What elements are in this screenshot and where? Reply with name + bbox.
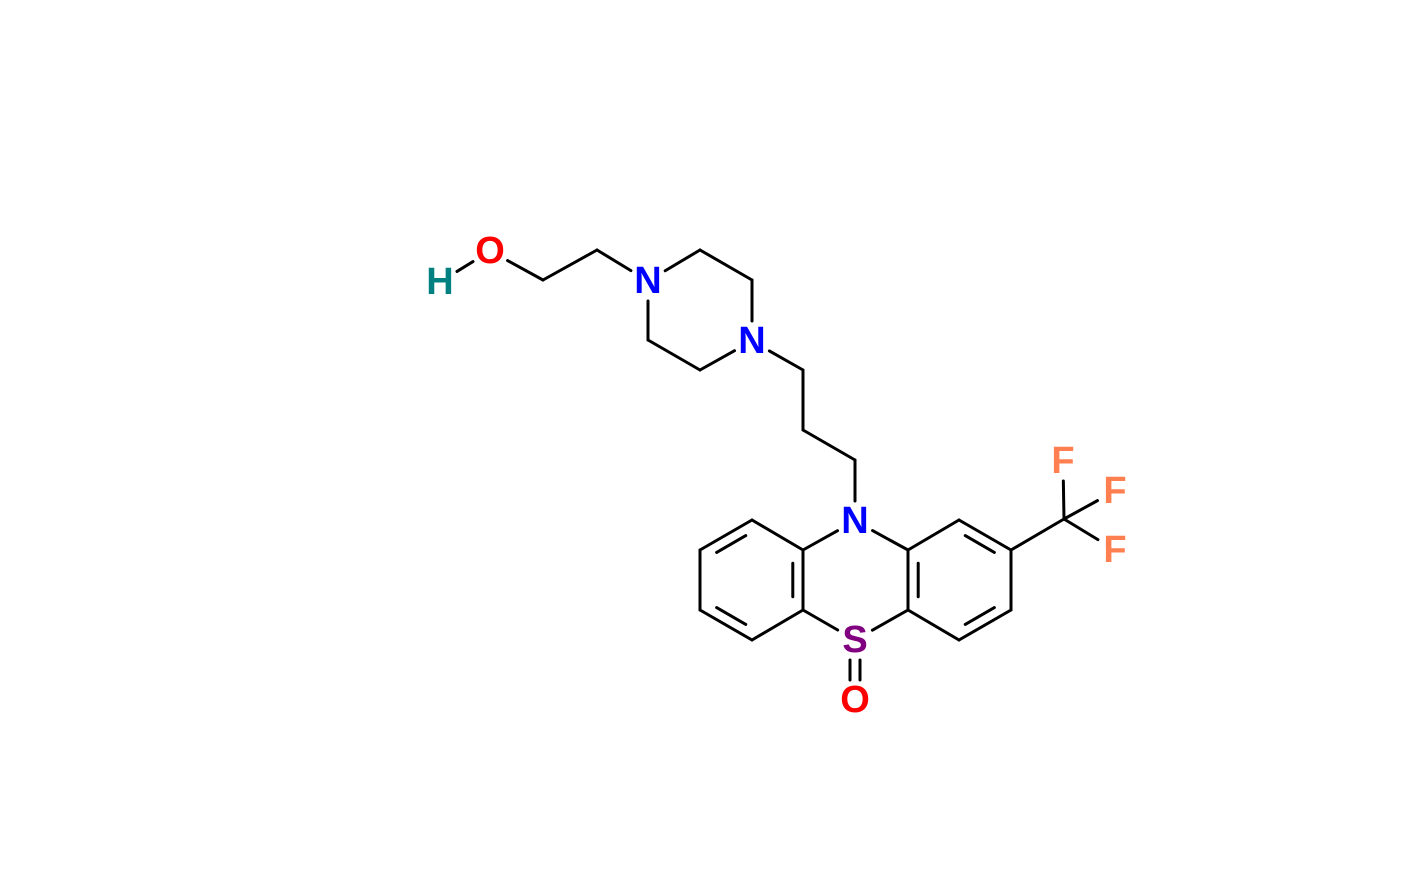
bond xyxy=(801,608,840,632)
bond xyxy=(506,259,545,282)
atom-n-piperazine-1: N xyxy=(634,260,661,302)
bond xyxy=(906,518,961,552)
aromatic-inner-bond xyxy=(715,534,748,554)
bond xyxy=(801,529,840,552)
atom-o-hydroxyl: O xyxy=(475,230,505,272)
atom-f-1: F xyxy=(1051,440,1074,482)
bond xyxy=(801,428,857,462)
bond xyxy=(750,608,805,642)
bond xyxy=(1009,517,1066,552)
atom-f-3: F xyxy=(1103,529,1126,571)
bond xyxy=(1061,479,1066,521)
atom-labels: H O N N N S O F F F xyxy=(426,230,1126,721)
aromatic-inner-bond xyxy=(963,534,996,554)
atom-s: S xyxy=(842,619,867,661)
bond xyxy=(767,349,805,372)
bond xyxy=(698,518,754,552)
bond xyxy=(750,518,805,552)
bond xyxy=(957,518,1013,552)
atom-n-piperazine-2: N xyxy=(738,320,765,362)
atom-n-phenothiazine: N xyxy=(841,500,868,542)
atom-h: H xyxy=(426,261,453,303)
bond xyxy=(698,608,754,642)
bond xyxy=(698,349,737,372)
bond xyxy=(870,608,910,632)
bond xyxy=(663,248,702,273)
bonds xyxy=(455,248,1100,682)
bond xyxy=(1062,517,1100,542)
aromatic-inner-bond xyxy=(963,606,996,626)
bond xyxy=(541,248,599,282)
bond xyxy=(455,260,475,273)
atom-f-2: F xyxy=(1103,470,1126,512)
bond xyxy=(1062,499,1099,521)
bond xyxy=(957,608,1013,642)
aromatic-inner-bond xyxy=(715,606,748,626)
bond xyxy=(906,608,961,642)
bond xyxy=(871,529,910,552)
atom-o-sulfoxide: O xyxy=(840,679,870,721)
bond xyxy=(698,248,754,282)
bond xyxy=(646,338,702,372)
bond xyxy=(595,248,633,273)
